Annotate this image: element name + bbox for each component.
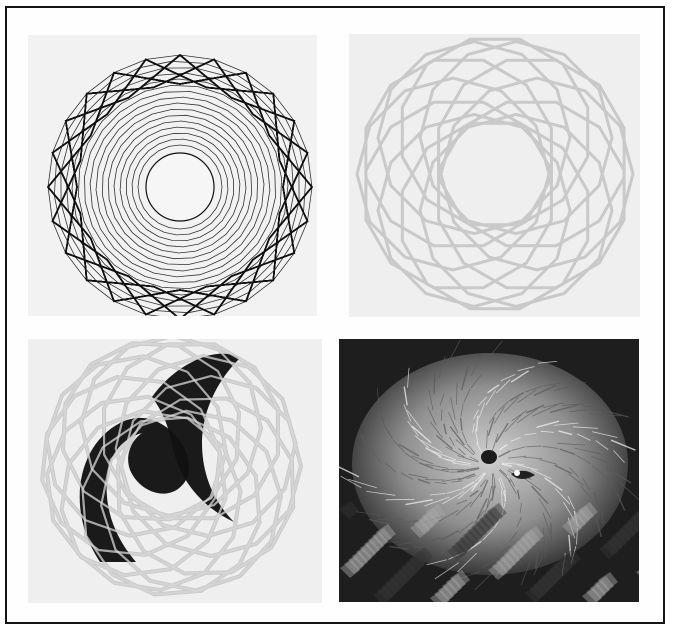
texture-stroke bbox=[551, 523, 552, 541]
photographic-texture-image bbox=[339, 339, 639, 602]
top-left-panel bbox=[28, 35, 317, 316]
highlight-spot bbox=[514, 470, 520, 476]
banded-rosette-image bbox=[28, 339, 322, 603]
texture-stroke bbox=[505, 490, 506, 502]
texture-stroke bbox=[386, 499, 415, 500]
texture-stroke bbox=[492, 474, 493, 496]
bottom-left-panel bbox=[28, 339, 322, 603]
gray-rosette-image bbox=[349, 34, 640, 317]
texture-stroke bbox=[434, 373, 435, 394]
top-right-panel bbox=[349, 34, 640, 317]
bottom-right-panel bbox=[339, 339, 639, 602]
center-dark-spot bbox=[481, 450, 497, 464]
black-rosette-image bbox=[28, 35, 317, 316]
panel-background bbox=[349, 34, 640, 317]
center-hole bbox=[146, 153, 214, 221]
